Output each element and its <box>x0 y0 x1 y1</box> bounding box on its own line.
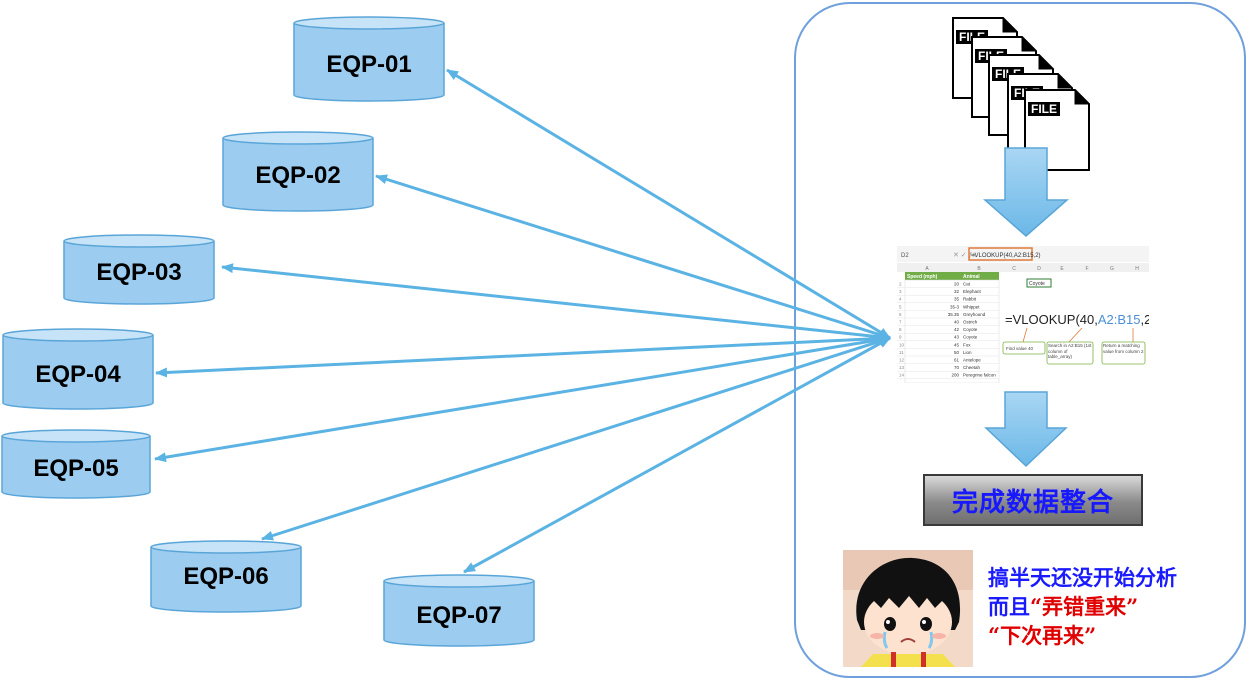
svg-text:F: F <box>1085 266 1088 272</box>
cell-speed: 35-3 <box>950 304 960 309</box>
cell-speed: 61 <box>954 358 960 363</box>
cell-speed: 20 <box>954 282 960 287</box>
crying-girl-avatar <box>843 550 973 667</box>
eqp-03-label: EQP-03 <box>96 259 181 286</box>
cell-speed: 32 <box>954 289 960 294</box>
row-number: 4 <box>899 297 902 302</box>
eqp-06-cylinder: EQP-06 <box>150 540 302 613</box>
arrow-eqp-03 <box>221 263 891 342</box>
eqp-04-label: EQP-04 <box>35 361 121 388</box>
row-number: 5 <box>899 304 902 309</box>
callout-return <box>1101 341 1146 365</box>
cell-animal: Fox <box>963 342 971 347</box>
comment-text: 搞半天还没开始分析 而且“弄错重来” “下次再来” <box>988 563 1238 650</box>
eqp-06-label: EQP-06 <box>183 563 268 590</box>
file-label: FILE <box>1031 102 1057 116</box>
merge-complete-box: 完成数据整合 <box>923 474 1143 526</box>
connection-arrows <box>154 68 891 574</box>
eqp-07-label: EQP-07 <box>416 602 501 629</box>
comment-line-2: 而且“弄错重来” <box>988 592 1238 621</box>
cell-animal: Cheetah <box>963 365 981 370</box>
cell-speed: 43 <box>954 335 960 340</box>
cell-animal: Ostrich <box>963 320 978 325</box>
eqp-01-label: EQP-01 <box>326 51 411 78</box>
row-number: 9 <box>899 335 902 340</box>
svg-text:H: H <box>1135 266 1139 272</box>
svg-text:C: C <box>1012 266 1016 272</box>
svg-text:E: E <box>1060 266 1064 272</box>
row-number: 13 <box>899 365 905 370</box>
cell-speed: 200 <box>951 373 959 378</box>
row-number: 12 <box>899 358 905 363</box>
cell-animal: Whippet <box>963 304 980 309</box>
svg-text:Find value 40: Find value 40 <box>1006 346 1034 351</box>
cell-animal: Coyote <box>963 335 978 340</box>
equipment-cylinders: EQP-01 EQP-02 EQP-03 EQP-04 EQP-05 EQP-0… <box>1 16 535 647</box>
eqp-05-cylinder: EQP-05 <box>1 429 151 499</box>
merge-complete-label: 完成数据整合 <box>951 487 1114 518</box>
eqp-05-label: EQP-05 <box>33 455 118 482</box>
row-number: 11 <box>899 350 904 355</box>
eqp-02-cylinder: EQP-02 <box>222 131 374 212</box>
eqp-04-cylinder: EQP-04 <box>2 328 154 410</box>
eqp-07-cylinder: EQP-07 <box>383 574 535 647</box>
comment-line-3: “下次再来” <box>988 621 1238 650</box>
row-number: 2 <box>899 282 902 287</box>
arrow-eqp-07 <box>463 336 891 574</box>
result-cell: Coyote <box>1029 281 1045 287</box>
svg-text:D: D <box>1037 266 1041 272</box>
row-number: 10 <box>899 342 905 347</box>
row-number: 7 <box>899 320 902 325</box>
cell-animal: Cat <box>963 282 971 287</box>
comment-quote-next-time: “下次再来” <box>988 623 1097 648</box>
cell-speed: 40 <box>954 320 960 325</box>
svg-text:A: A <box>925 266 929 272</box>
row-number: 14 <box>899 373 905 378</box>
eqp-03-cylinder: EQP-03 <box>63 234 215 305</box>
svg-text:G: G <box>1110 266 1114 272</box>
cell-animal: Peregrine falcon <box>963 373 996 378</box>
cell-animal: Antelope <box>963 358 981 363</box>
name-box: D2 <box>901 253 909 259</box>
cell-animal: Greyhound <box>963 312 986 317</box>
cell-speed: 42 <box>954 327 960 332</box>
row-number: 6 <box>899 312 902 317</box>
cell-speed: 50 <box>954 350 960 355</box>
callout-search <box>1046 341 1094 365</box>
formula-bar: =VLOOKUP(40,A2:B15,2) <box>971 253 1041 259</box>
spreadsheet-vlookup-image: D2 ✕ ✓ ƒx =VLOOKUP(40,A2:B15,2) A B C D … <box>897 246 1149 383</box>
cell-speed: 35 <box>954 297 960 302</box>
comment-line-2-prefix: 而且 <box>988 594 1030 619</box>
cell-speed: 35.35 <box>948 312 960 317</box>
header-animal: Animal <box>963 274 980 280</box>
result-cell-box <box>1026 278 1052 288</box>
eqp-02-label: EQP-02 <box>255 162 340 189</box>
svg-text:B: B <box>977 266 981 272</box>
down-arrow-icon <box>983 147 1069 237</box>
cell-animal: Rabbit <box>963 297 977 302</box>
column-headers: A B C D E F G H <box>925 266 1139 272</box>
cell-speed: 45 <box>954 342 960 347</box>
eqp-01-cylinder: EQP-01 <box>293 16 445 102</box>
cell-speed: 70 <box>954 365 960 370</box>
comment-quote-redo: “弄错重来” <box>1030 594 1139 619</box>
file-stack: FILE FILE FILE FILE FILE <box>952 17 1090 171</box>
cell-animal: Coyote <box>963 327 978 332</box>
cell-animal: Lion <box>963 350 972 355</box>
header-speed: Speed (mph) <box>907 274 938 280</box>
formula-controls: ✕ ✓ ƒx <box>953 252 977 259</box>
callout-find <box>1002 341 1046 355</box>
cell-animal: Elephant <box>963 289 982 294</box>
comment-line-1: 搞半天还没开始分析 <box>988 565 1177 590</box>
down-arrow-icon <box>984 391 1068 468</box>
row-number: 3 <box>899 289 902 294</box>
row-number: 8 <box>899 327 902 332</box>
formula-bar-highlight <box>968 247 1033 261</box>
formula-display: =VLOOKUP(40,A2:B15,2) <box>1005 312 1149 327</box>
